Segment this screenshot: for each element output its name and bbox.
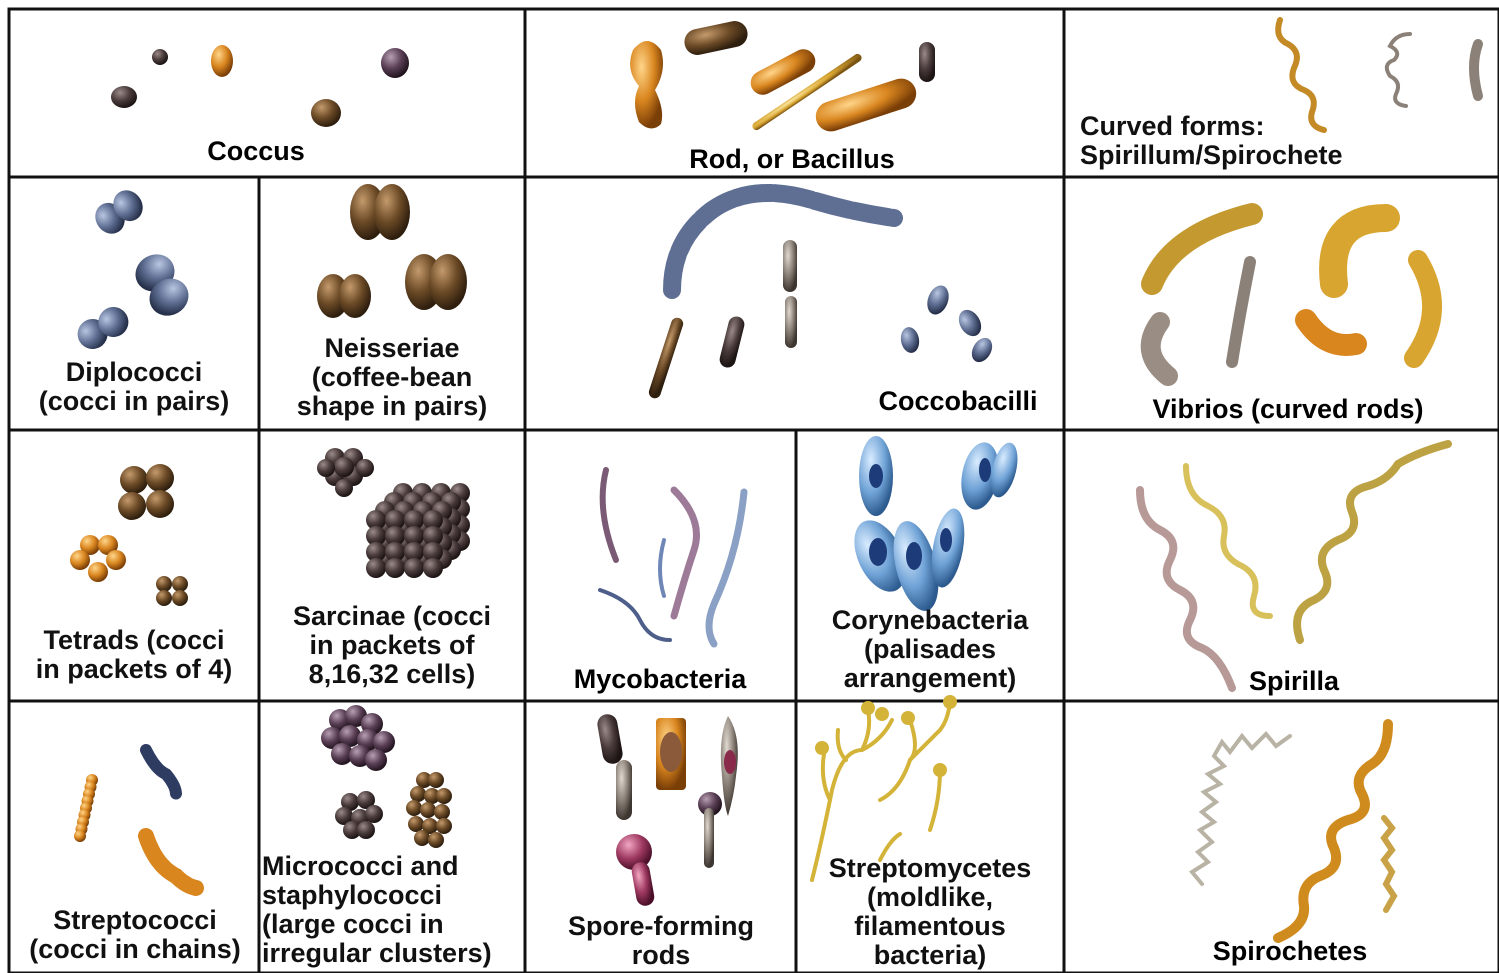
spore-forming-rods-illustration bbox=[596, 713, 738, 908]
rod-label: Rod, or Bacillus bbox=[689, 144, 895, 174]
cell-sphere bbox=[428, 772, 444, 788]
cell-sphere bbox=[436, 818, 452, 834]
streptococci-label: Streptococci (cocci in chains) bbox=[12, 906, 258, 964]
cell-sphere bbox=[406, 800, 422, 816]
cell-sphere bbox=[410, 786, 426, 802]
spore-forming-rods-label: Spore-forming rods bbox=[530, 912, 792, 970]
corynebacteria-label: Corynebacteria (palisades arrangement) bbox=[800, 606, 1060, 693]
vibrios-label: Vibrios (curved rods) bbox=[1152, 394, 1423, 424]
coccobacilli-label: Coccobacilli bbox=[878, 386, 1037, 416]
cell-sphere bbox=[436, 788, 452, 804]
cell-sphere bbox=[408, 816, 424, 832]
spirochetes-label: Spirochetes bbox=[1213, 936, 1368, 966]
cell-sphere bbox=[404, 558, 424, 578]
corynebacteria-illustration bbox=[844, 436, 1022, 615]
tetrads-label: Tetrads (cocci in packets of 4) bbox=[12, 626, 256, 684]
cell-sphere bbox=[414, 830, 430, 846]
rod-illustration bbox=[630, 19, 935, 136]
coccus-illustration bbox=[111, 45, 409, 127]
cell-sphere bbox=[357, 821, 375, 839]
diplococci-label: Diplococci (cocci in pairs) bbox=[14, 358, 254, 416]
spirilla-label: Spirilla bbox=[1249, 666, 1340, 696]
micrococci-illustration bbox=[321, 705, 452, 848]
cell-sphere bbox=[423, 558, 443, 578]
cell-sphere bbox=[366, 558, 386, 578]
cell-sphere bbox=[385, 558, 405, 578]
mycobacteria-label: Mycobacteria bbox=[574, 664, 748, 694]
cell-sphere bbox=[365, 749, 387, 771]
streptomycetes-label: Streptomycetes (moldlike, filamentous ba… bbox=[800, 854, 1060, 970]
cell-sphere bbox=[420, 802, 436, 818]
spirilla-illustration bbox=[1140, 444, 1448, 688]
streptococci-illustration bbox=[74, 750, 196, 888]
coccobacilli-illustration bbox=[647, 193, 996, 400]
cell-sphere bbox=[74, 830, 86, 842]
cell-sphere bbox=[365, 805, 383, 823]
neisseriae-label: Neisseriae (coffee-bean shape in pairs) bbox=[262, 334, 522, 421]
neisseriae-illustration bbox=[317, 184, 467, 318]
mycobacteria-illustration bbox=[600, 470, 744, 644]
curved-forms-label: Curved forms: Spirillum/Spirochete bbox=[1080, 112, 1343, 170]
sarcinae-label: Sarcinae (cocci in packets of 8,16,32 ce… bbox=[262, 602, 522, 689]
vibrios-illustration bbox=[1151, 214, 1432, 376]
cell-sphere bbox=[434, 804, 450, 820]
diplococci-illustration bbox=[72, 185, 195, 355]
coccus-label: Coccus bbox=[207, 136, 305, 166]
sarcinae-illustration bbox=[317, 448, 470, 578]
spirochetes-illustration bbox=[1192, 724, 1394, 938]
tetrads-illustration bbox=[70, 464, 188, 606]
cell-sphere bbox=[428, 832, 444, 848]
micrococci-label: Micrococci and staphylococci (large cocc… bbox=[262, 852, 492, 968]
